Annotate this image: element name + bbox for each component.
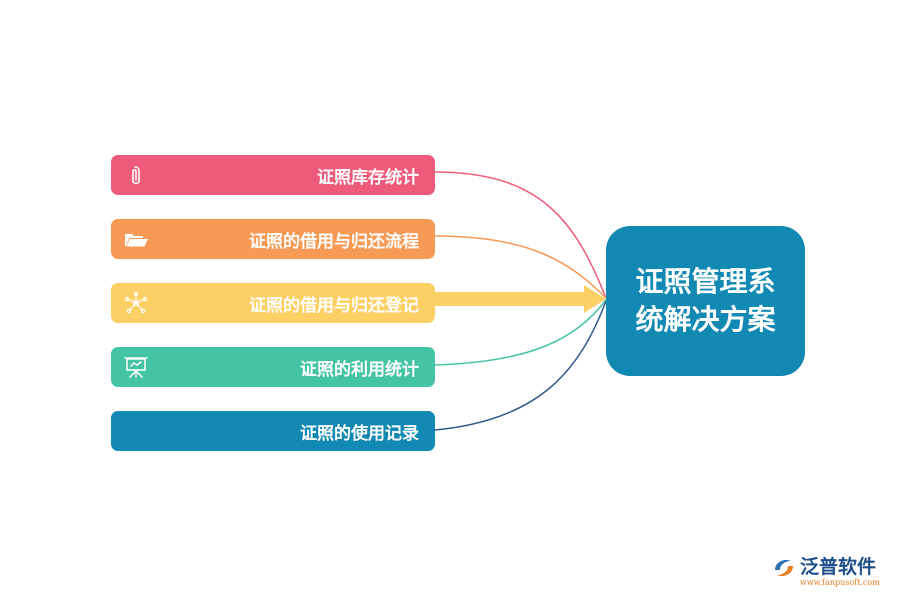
connector-3-arrow bbox=[435, 285, 606, 313]
network-icon bbox=[124, 291, 148, 314]
central-topic-title: 证照管理系统解决方案 bbox=[635, 265, 776, 336]
brand-url: www.fanpusoft.com bbox=[800, 578, 880, 587]
folder-icon bbox=[125, 234, 148, 247]
item-inventory-statistics: 证照库存统计 bbox=[111, 155, 435, 195]
connector-4 bbox=[434, 299, 607, 366]
item-utilization-statistics: 证照的利用统计 bbox=[111, 347, 435, 387]
presentation-icon bbox=[124, 357, 148, 378]
item-label: 证照的借用与归还登记 bbox=[249, 295, 419, 316]
item-label: 证照库存统计 bbox=[317, 167, 419, 188]
central-topic: 证照管理系统解决方案 bbox=[606, 226, 805, 376]
item-usage-records: 证照的使用记录 bbox=[111, 411, 435, 451]
brand-name: 泛普软件 bbox=[800, 556, 877, 578]
connector-2 bbox=[434, 235, 607, 299]
item-label: 证照的利用统计 bbox=[300, 359, 419, 380]
connector-5 bbox=[434, 300, 607, 431]
item-label: 证照的使用记录 bbox=[300, 423, 419, 444]
brand-watermark: 泛普软件 www.fanpusoft.com bbox=[772, 556, 880, 588]
item-label: 证照的借用与归还流程 bbox=[249, 231, 419, 252]
item-borrow-return-process: 证照的借用与归还流程 bbox=[111, 219, 435, 259]
fanpu-logo-icon bbox=[775, 560, 793, 576]
connector-1 bbox=[434, 171, 607, 299]
paperclip-icon bbox=[132, 166, 140, 185]
item-borrow-return-registration: 证照的借用与归还登记 bbox=[111, 283, 435, 323]
